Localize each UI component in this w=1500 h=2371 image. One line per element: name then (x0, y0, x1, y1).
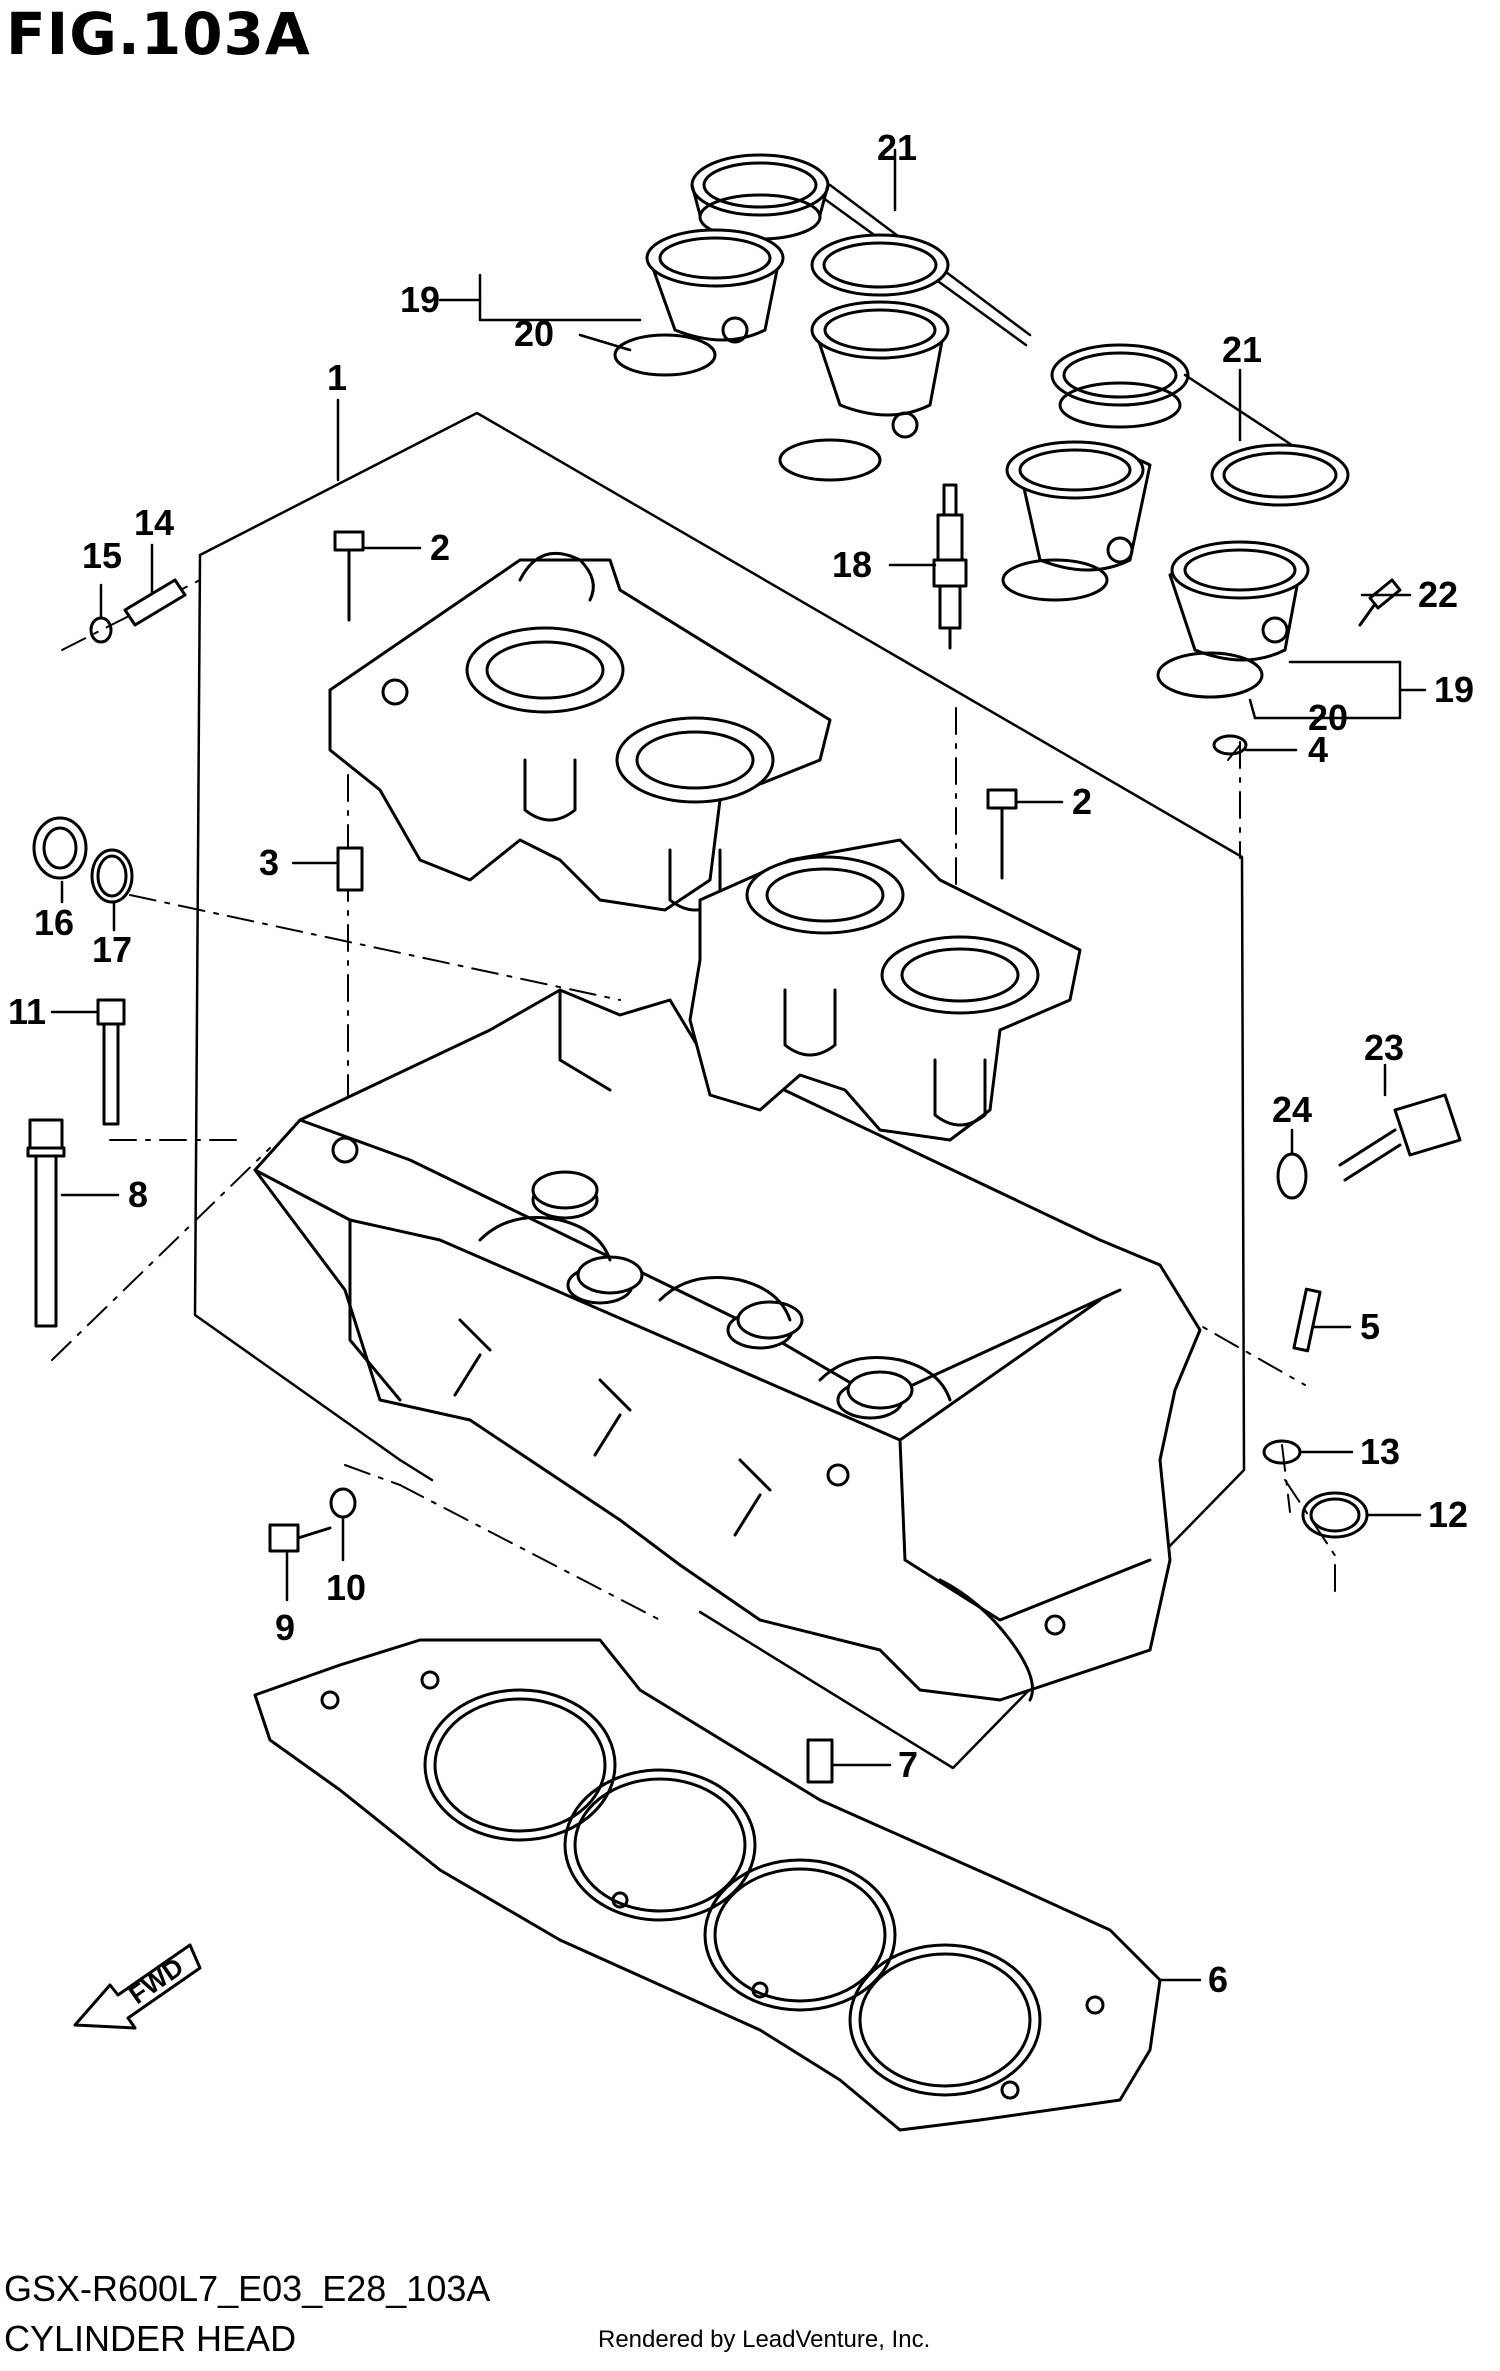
spark-plug (932, 483, 968, 650)
callout-22: 22 (1418, 574, 1458, 615)
callout-5: 5 (1360, 1306, 1380, 1347)
callout-7: 7 (898, 1744, 918, 1785)
callout-9: 9 (275, 1607, 295, 1648)
callout-17: 17 (92, 929, 132, 970)
callout-19b: 19 (1434, 669, 1474, 710)
callout-8: 8 (128, 1174, 148, 1215)
figure-name: CYLINDER HEAD (4, 2318, 297, 2359)
callout-2b: 2 (1072, 781, 1092, 822)
callout-1: 1 (327, 357, 347, 398)
rendered-by-credit: Rendered by LeadVenture, Inc. (598, 2326, 931, 2353)
callout-21a: 21 (877, 127, 917, 168)
intake-holder-right (688, 838, 1082, 1142)
callout-20b: 20 (1308, 697, 1348, 738)
leader-lines (50, 148, 1427, 1982)
intake-pipes (613, 153, 1350, 699)
callout-13: 13 (1360, 1431, 1400, 1472)
callout-19a: 19 (400, 279, 440, 320)
callout-21b: 21 (1222, 329, 1262, 370)
fwd-arrow-icon (73, 1943, 202, 2030)
callout-18: 18 (832, 544, 872, 585)
callout-15: 15 (82, 535, 122, 576)
callout-10: 10 (326, 1567, 366, 1608)
callout-16: 16 (34, 902, 74, 943)
small-parts (26, 530, 1462, 1784)
callout-14: 14 (134, 502, 174, 543)
callout-24: 24 (1272, 1089, 1312, 1130)
callout-labels: 1 2 2 3 4 5 6 7 8 9 10 11 12 13 14 15 16… (8, 127, 1474, 2000)
cylinder-head-body (253, 988, 1202, 1702)
callout-6: 6 (1208, 1959, 1228, 2000)
callout-3: 3 (259, 842, 279, 883)
callout-20a: 20 (514, 313, 554, 354)
callout-23: 23 (1364, 1027, 1404, 1068)
callout-11: 11 (8, 991, 46, 1032)
callout-12: 12 (1428, 1494, 1468, 1535)
callout-2a: 2 (430, 527, 450, 568)
figure-title: FIG.103A (6, 0, 311, 68)
assembly-outline (193, 411, 1246, 1770)
intake-holder-left (328, 551, 832, 912)
callout-4: 4 (1308, 729, 1328, 770)
figure-model-code: GSX-R600L7_E03_E28_103A (4, 2268, 491, 2309)
head-gasket (253, 1638, 1162, 2132)
